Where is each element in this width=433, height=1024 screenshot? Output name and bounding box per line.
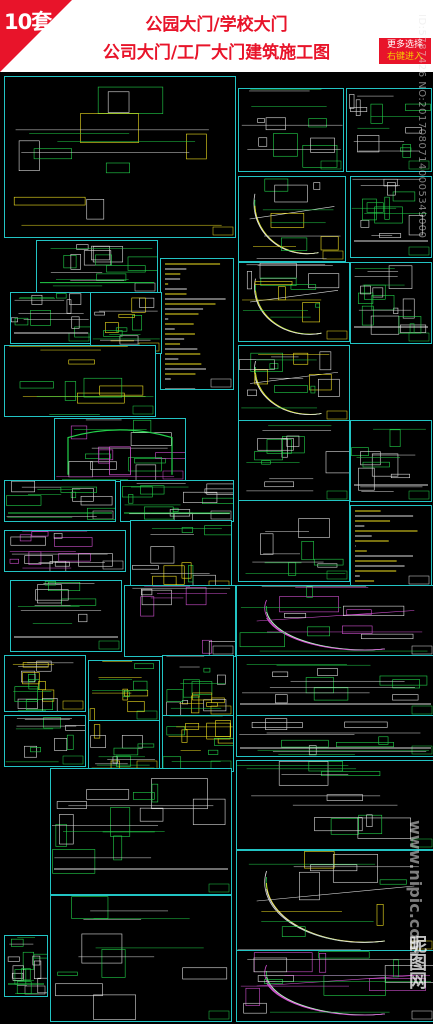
drawing-sheet <box>50 768 232 895</box>
drawing-sheet <box>346 88 432 172</box>
title-line-1: 公园大门/学校大门 <box>145 15 288 35</box>
drawing-sheet <box>238 88 344 172</box>
site-url-watermark: www.nipic.com <box>406 820 425 956</box>
header-banner: 10套 公园大门/学校大门 公司大门/工厂大门建筑施工图 更多选择 右键进入 <box>0 0 433 72</box>
drawing-sheet <box>4 345 156 417</box>
drawing-sheet <box>4 715 86 767</box>
drawing-sheet <box>4 655 86 712</box>
drawing-sheet <box>4 480 116 522</box>
drawing-sheet <box>238 420 350 502</box>
drawing-sheet <box>124 585 236 657</box>
drawing-sheet <box>238 262 350 342</box>
drawing-sheet <box>236 950 433 1022</box>
cta-line-1: 更多选择 <box>386 40 423 50</box>
drawing-sheet <box>162 715 234 772</box>
drawing-sheet <box>54 418 186 482</box>
drawing-sheet <box>36 240 158 294</box>
drawing-sheet <box>236 655 433 717</box>
drawing-sheet <box>50 895 232 1022</box>
drawing-sheet <box>350 420 432 502</box>
drawing-sheet <box>238 500 350 582</box>
drawing-sheet <box>90 292 162 354</box>
set-count-badge <box>0 0 72 72</box>
drawing-sheet <box>160 258 234 390</box>
drawing-sheet <box>88 660 160 722</box>
drawing-sheet <box>130 520 232 592</box>
more-choices-button[interactable]: 更多选择 右键进入 <box>379 38 431 64</box>
drawing-sheet <box>238 176 346 262</box>
drawing-sheet <box>350 176 432 258</box>
drawing-sheet <box>10 292 92 344</box>
drawing-sheet <box>120 480 234 522</box>
image-id-watermark: ID:5787426 NO:20170807140005349000 <box>416 14 427 239</box>
drawing-sheet <box>162 655 234 717</box>
drawing-sheet <box>238 345 350 422</box>
drawing-sheet <box>350 505 432 587</box>
drawing-sheet <box>4 935 48 997</box>
drawing-sheet <box>88 720 160 772</box>
drawing-sheet <box>4 76 236 238</box>
drawing-sheet <box>350 262 432 344</box>
set-count-label: 10套 <box>4 10 52 34</box>
site-logo-watermark: 昵图网 <box>406 935 427 989</box>
drawing-sheet <box>4 530 126 572</box>
drawing-sheet <box>10 580 122 652</box>
cta-line-2: 右键进入 <box>386 52 423 62</box>
drawing-sheet <box>236 760 433 850</box>
drawing-sheet <box>236 715 433 757</box>
drawing-sheet <box>236 585 433 657</box>
title-line-2: 公司大门/工厂大门建筑施工图 <box>102 43 331 63</box>
